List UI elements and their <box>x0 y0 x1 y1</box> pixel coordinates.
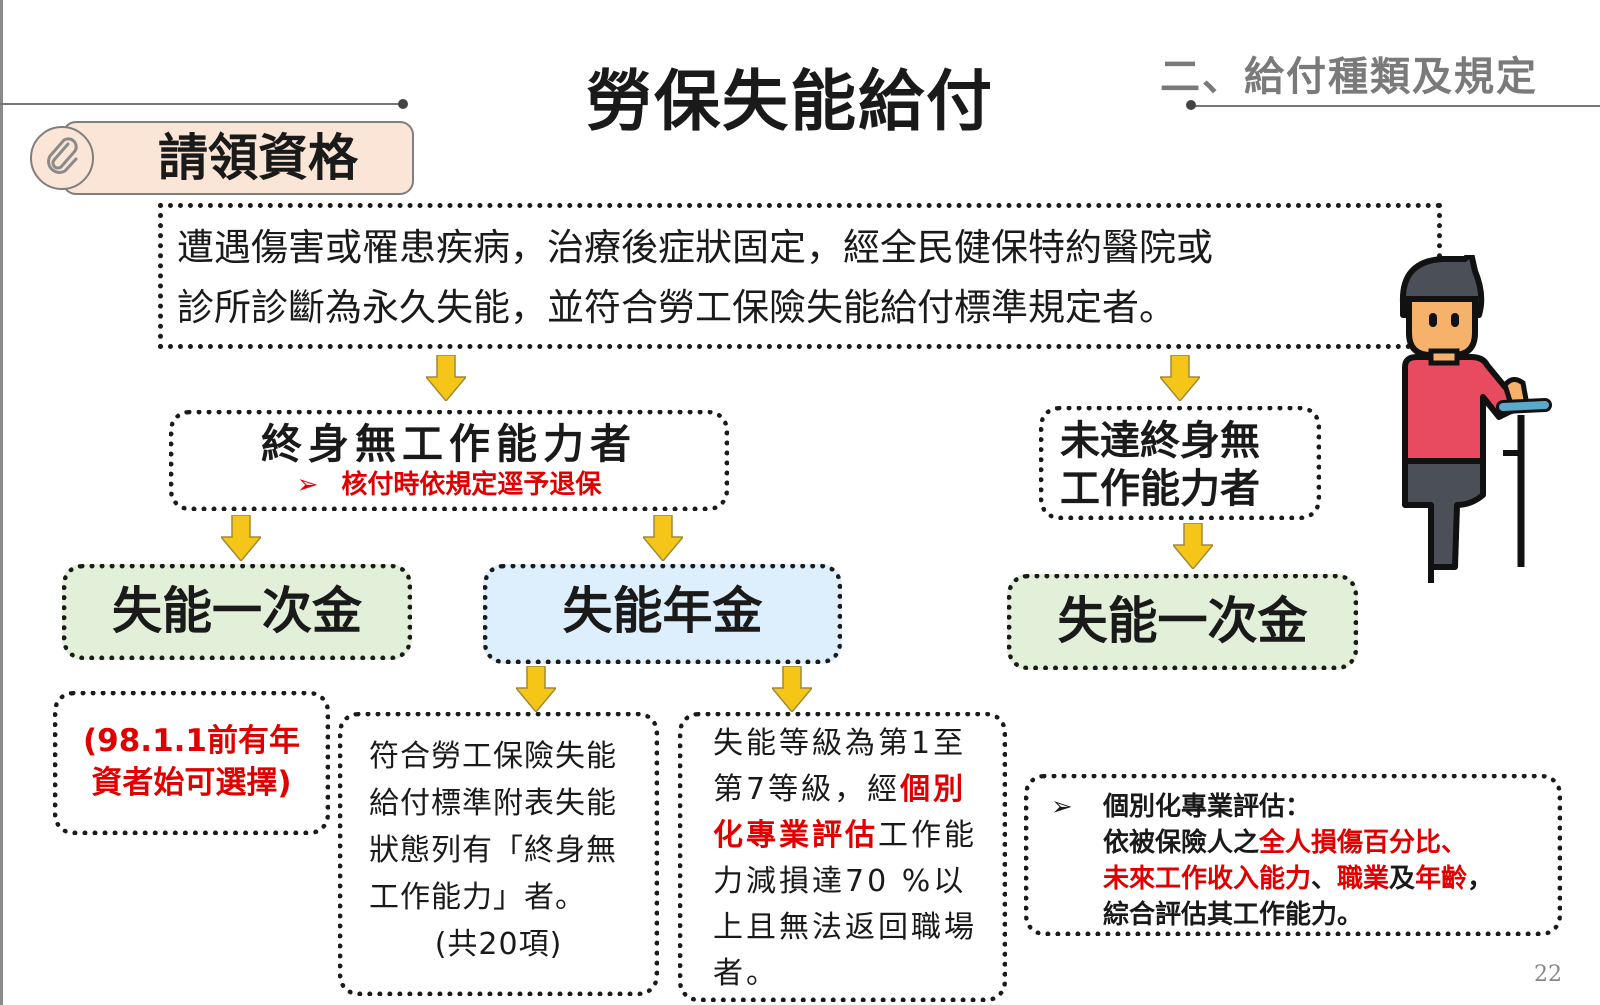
eval-line-4-text: 綜合評估其工作能力。 <box>1103 900 1364 930</box>
lump-sum-condition-line-2: 資者始可選擇) <box>91 765 292 801</box>
individual-eval-box: ➢ 個別化專業評估： 依被保險人之全人損傷百分比、 未來工作收入能力、職業及年齡… <box>1024 774 1562 936</box>
paperclip-icon <box>30 126 94 190</box>
not-lifetime-box: 未達終身無 工作能力者 <box>1039 406 1321 520</box>
eval-income-capacity: 未來工作收入能力 <box>1103 864 1312 894</box>
eval-occupation: 職業 <box>1337 864 1390 894</box>
not-lifetime-line-2: 工作能力者 <box>1060 466 1260 512</box>
header-rule-left-dot <box>398 99 408 109</box>
grade-line-3-text: 工作能 <box>878 818 977 853</box>
not-lifetime-line-1: 未達終身無 <box>1060 418 1260 464</box>
list-line-1: 符合勞工保險失能 <box>369 739 617 774</box>
down-arrow-icon <box>221 515 261 561</box>
slide-left-border <box>0 0 3 1005</box>
bullet-arrow-icon: ➢ <box>296 470 319 500</box>
pension-grade-condition-box: 失能等級為第1至 第7等級，經個別 化專業評估工作能 力減損達70 %以 上且無… <box>678 712 1007 1002</box>
eval-line-2: 依被保險人之全人損傷百分比、 <box>1051 825 1547 861</box>
grade-line-2-emphasis: 個別 <box>900 772 967 807</box>
header-rule-right <box>1190 105 1600 107</box>
person-with-cane-icon <box>1395 250 1575 585</box>
eval-line-3: 未來工作收入能力、職業及年齡， <box>1051 861 1547 897</box>
list-count: (共20項) <box>434 927 563 962</box>
lump-sum-condition-box: (98.1.1前有年 資者始可選擇) <box>53 691 330 835</box>
grade-line-5: 上且無法返回職場 <box>713 910 977 945</box>
grade-line-3-emphasis: 化專業評估 <box>713 818 878 853</box>
list-line-2: 給付標準附表失能 <box>369 786 617 821</box>
eval-and: 及 <box>1389 864 1416 894</box>
eval-heading-row: ➢ 個別化專業評估： <box>1051 789 1547 825</box>
qualification-condition-box: 遭遇傷害或罹患疾病，治療後症狀固定，經全民健保特約醫院或 診所診斷為永久失能，並… <box>158 203 1442 349</box>
grade-line-2-text: 第7等級，經 <box>713 772 901 807</box>
down-arrow-icon <box>772 666 812 712</box>
lifetime-incapacity-box: 終身無工作能力者 ➢ 核付時依規定逕予退保 <box>169 410 729 511</box>
list-line-4: 工作能力」者。 <box>369 880 586 915</box>
eval-line-4: 綜合評估其工作能力。 <box>1051 897 1547 933</box>
grade-line-2: 第7等級，經個別 <box>713 767 988 813</box>
lump-sum-box-right: 失能一次金 <box>1007 574 1358 670</box>
eval-comma: ， <box>1467 864 1494 894</box>
condition-line-2: 診所診斷為永久失能，並符合勞工保險失能給付標準規定者。 <box>177 286 1176 329</box>
condition-line-1: 遭遇傷害或罹患疾病，治療後症狀固定，經全民健保特約醫院或 <box>177 226 1213 269</box>
page-number: 22 <box>1534 962 1562 987</box>
section-tag: 二、給付種類及規定 <box>1160 54 1538 100</box>
down-arrow-icon <box>643 515 683 561</box>
lifetime-incapacity-title: 終身無工作能力者 <box>261 420 637 468</box>
bullet-arrow-icon: ➢ <box>1051 792 1073 822</box>
eval-age: 年齡 <box>1415 864 1468 894</box>
grade-line-4: 力減損達70 %以 <box>713 864 967 899</box>
down-arrow-icon <box>1160 355 1200 401</box>
pension-box: 失能年金 <box>483 564 842 664</box>
eval-line-2-text: 依被保險人之 <box>1103 828 1260 858</box>
slide-title: 勞保失能給付 <box>586 63 994 140</box>
grade-line-3: 化專業評估工作能 <box>713 813 988 859</box>
lump-sum-box-left: 失能一次金 <box>62 564 412 660</box>
header-rule-right-dot <box>1186 100 1196 110</box>
header-rule-left <box>0 103 405 105</box>
eval-heading: 個別化專業評估： <box>1103 792 1312 822</box>
eval-line-2-emphasis: 全人損傷百分比、 <box>1259 828 1468 858</box>
grade-line-6: 者。 <box>713 956 779 991</box>
list-line-3: 狀態列有「終身無 <box>369 833 617 868</box>
withdraw-note: 核付時依規定逕予退保 <box>341 470 602 500</box>
down-arrow-icon <box>516 666 556 712</box>
down-arrow-icon <box>1173 523 1213 569</box>
grade-line-1: 失能等級為第1至 <box>713 726 967 761</box>
qualification-label: 請領資格 <box>62 121 414 195</box>
pension-list-condition-box: 符合勞工保險失能 給付標準附表失能 狀態列有「終身無 工作能力」者。 (共20項… <box>338 712 659 996</box>
down-arrow-icon <box>426 355 466 401</box>
eval-sep: 、 <box>1311 864 1338 894</box>
lump-sum-condition-line-1: (98.1.1前有年 <box>83 723 300 759</box>
lifetime-incapacity-note: ➢ 核付時依規定逕予退保 <box>174 469 724 501</box>
